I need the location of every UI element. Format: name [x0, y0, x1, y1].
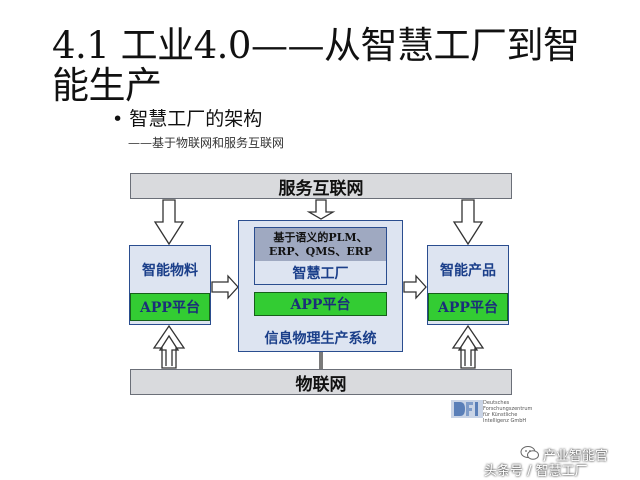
semantic-line-1: 基于语义的PLM、: [273, 231, 368, 244]
smart-factory-box: 智慧工厂: [254, 261, 387, 285]
cyber-physical-system-box: 基于语义的PLM、 ERP、QMS、ERP 智慧工厂 APP平台 信息物理生产系…: [238, 220, 403, 352]
arrow-down-right: [452, 199, 484, 246]
smart-materials-box: 智能物料 APP平台: [129, 245, 211, 325]
smart-products-label: 智能产品: [440, 263, 496, 279]
internet-of-things-band: 物联网: [130, 369, 512, 395]
center-app-platform: APP平台: [254, 292, 387, 316]
wechat-icon: [520, 446, 539, 460]
arrow-down-left: [153, 199, 185, 246]
arrow-right-center: [403, 274, 427, 300]
arrow-down-center: [306, 199, 336, 220]
right-app-platform: APP平台: [428, 293, 508, 321]
watermark-account-name: 产业智能官: [543, 449, 609, 464]
arrow-up-left: [152, 324, 186, 369]
dfki-logo-icon: [451, 400, 483, 418]
bullet-dot-icon: •: [112, 108, 124, 130]
smart-materials-label: 智能物料: [142, 263, 198, 279]
arrow-up-right: [451, 324, 485, 369]
arrow-right-left: [211, 274, 239, 300]
cps-label: 信息物理生产系统: [264, 331, 377, 347]
watermark-source: 头条号 / 智慧工厂: [484, 464, 588, 479]
dfki-logo-text: Deutsches Forschungszentrum für Künstlic…: [483, 400, 533, 424]
left-app-platform: APP平台: [130, 293, 210, 321]
bullet-text: 智慧工厂的架构: [129, 108, 263, 130]
semantic-line-2: ERP、QMS、ERP: [268, 245, 373, 258]
smart-products-box: 智能产品 APP平台: [427, 245, 509, 325]
service-internet-band: 服务互联网: [130, 173, 512, 199]
slide-subtitle: ——基于物联网和服务互联网: [128, 136, 285, 150]
bullet-point: •智慧工厂的架构: [112, 104, 262, 131]
slide-title: 4.1 工业4.0——从智慧工厂到智能生产: [52, 24, 580, 107]
